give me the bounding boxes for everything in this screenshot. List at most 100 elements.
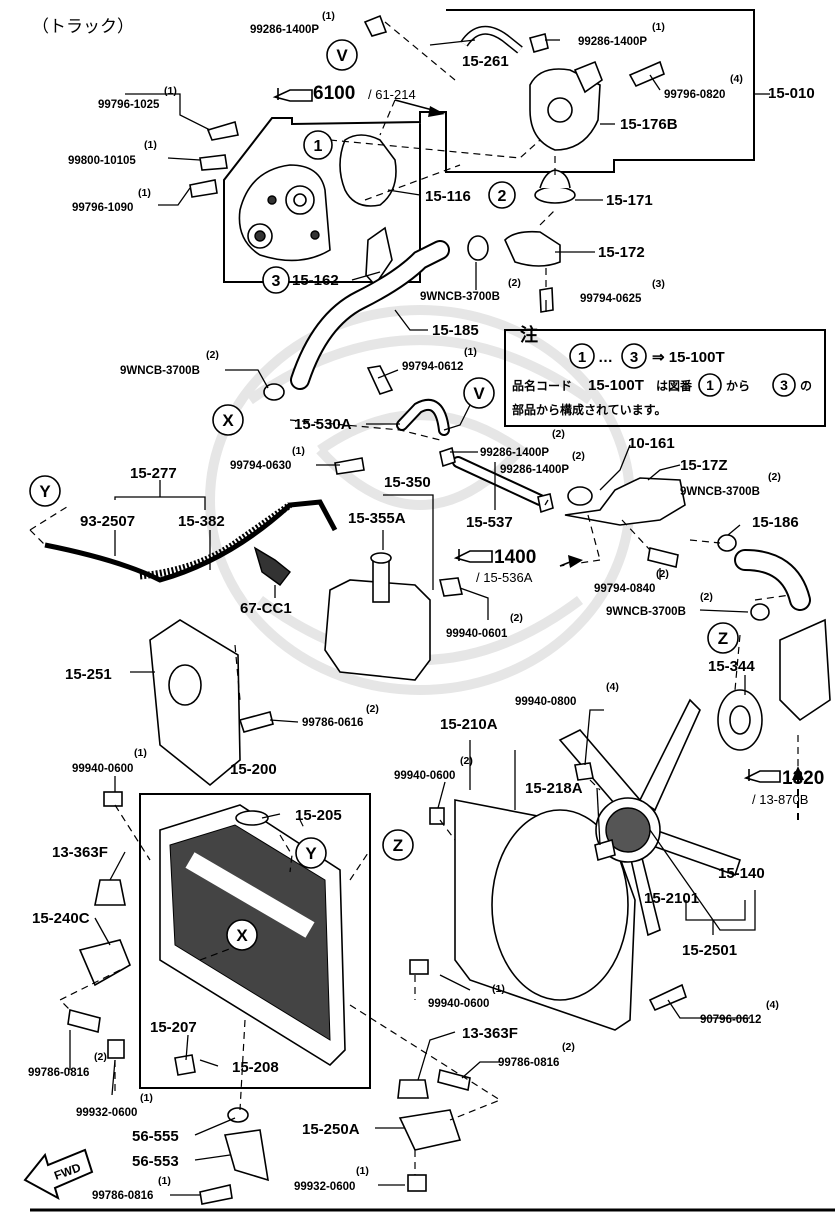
qty-label: (2)	[572, 450, 585, 462]
part-label: 9WNCB-3700B	[606, 606, 686, 618]
plate-15-162	[365, 226, 393, 287]
part-label: 99940-0600	[428, 998, 489, 1010]
part-label: 15-185	[432, 322, 479, 339]
part-label: 15-186	[752, 514, 799, 531]
note-arrow-target: ⇒ 15-100T	[652, 349, 725, 366]
clamp	[717, 534, 737, 552]
qty-label: (1)	[464, 346, 477, 358]
ref-6100: 6100	[313, 83, 355, 104]
marker-Y-radiator: Y	[295, 837, 327, 869]
part-label: 10-161	[628, 435, 675, 452]
part-label: 56-555	[132, 1128, 179, 1145]
note-marker-3b-label: 3	[780, 377, 788, 393]
part-label: 99932-0600	[294, 1181, 355, 1193]
note-line3: 部品から構成されています。	[512, 402, 666, 417]
marker-Z-label: Z	[718, 629, 728, 648]
part-label: 99794-0612	[402, 361, 463, 373]
note-line2-d: から	[726, 379, 750, 393]
qty-label: (1)	[138, 187, 151, 199]
part-label: 9WNCB-3700B	[120, 365, 200, 377]
qty-label: (4)	[606, 681, 619, 693]
qty-label: (1)	[356, 1165, 369, 1177]
part-label: 15-251	[65, 666, 112, 683]
marker-1: 1	[303, 130, 333, 160]
pulley-15-344	[717, 618, 831, 751]
part-label: 9WNCB-3700B	[680, 486, 760, 498]
qty-label: (2)	[94, 1051, 107, 1063]
qty-label: (1)	[292, 445, 305, 457]
reserve-tank	[324, 552, 431, 681]
part-label: 99786-0816	[92, 1190, 153, 1202]
part-label: 15-261	[462, 53, 509, 70]
qty-label: (1)	[322, 10, 335, 22]
hand-pointer-icon	[743, 769, 781, 783]
part-label: 15-116	[425, 188, 471, 205]
part-label: 15-344	[708, 658, 755, 675]
marker-Z-label: Z	[393, 836, 403, 855]
part-label: 15-2501	[682, 942, 737, 959]
clamp	[750, 603, 770, 621]
qty-label: (2)	[552, 428, 565, 440]
note-marker-3b	[772, 373, 796, 397]
part-label: 99286-1400P	[480, 447, 549, 459]
part-label: 15-537	[466, 514, 513, 531]
gasket-15-116	[339, 134, 397, 207]
marker-X-radiator: X	[226, 919, 258, 951]
water-pump-group-box	[223, 9, 755, 283]
part-label: 15-210A	[440, 716, 498, 733]
marker-Y-label: Y	[305, 844, 317, 863]
qty-label: (4)	[766, 999, 779, 1011]
marker-3-label: 3	[272, 273, 281, 290]
qty-label: (1)	[140, 1092, 153, 1104]
qty-label: (1)	[492, 983, 505, 995]
part-label: 99286-1400P	[500, 464, 569, 476]
part-label: 15-355A	[348, 510, 406, 527]
part-label: 99796-1025	[98, 99, 160, 111]
part-label: 99796-1090	[72, 202, 133, 214]
part-label: 15-240C	[32, 910, 90, 927]
part-label: 99786-0816	[498, 1057, 559, 1069]
part-label: 15-171	[606, 192, 653, 209]
ref-1320: 1320	[782, 768, 824, 789]
part-label: 90796-0612	[700, 1014, 761, 1026]
part-label: 99286-1400P	[250, 24, 319, 36]
part-label: 99940-0601	[446, 628, 508, 640]
part-label: 15-200	[230, 761, 277, 778]
bracket-15-251	[149, 619, 241, 787]
leader-lines	[69, 39, 770, 1196]
part-label: 15-382	[178, 513, 225, 530]
marker-X-label: X	[236, 926, 248, 945]
part-label: 15-17Z	[680, 457, 728, 474]
part-label: 15-010	[768, 85, 815, 102]
part-label: 13-363F	[462, 1025, 518, 1042]
qty-label: (2)	[460, 755, 473, 767]
qty-label: (2)	[508, 277, 521, 289]
part-label: 99796-0820	[664, 89, 725, 101]
thermostat-housing	[529, 60, 603, 151]
note-marker-1	[569, 343, 595, 369]
part-label: 15-218A	[525, 780, 583, 797]
clip-67-CC1	[253, 546, 291, 586]
qty-label: (2)	[656, 568, 669, 580]
part-label: 99786-0816	[28, 1067, 89, 1079]
part-label: 13-363F	[52, 844, 108, 861]
qty-label: (1)	[144, 139, 157, 151]
note-marker-1-label: 1	[578, 349, 586, 366]
note-line2-b: 15-100T	[588, 377, 644, 394]
part-label: 15-530A	[294, 416, 352, 433]
part-label: 15-176B	[620, 116, 678, 133]
qty-label: (1)	[652, 21, 665, 33]
part-label: 15-207	[150, 1019, 197, 1036]
qty-label: (2)	[366, 703, 379, 715]
qty-label: (1)	[134, 747, 147, 759]
marker-Z-radiator: Z	[382, 829, 414, 861]
clamp	[263, 383, 285, 401]
note-title: 注	[520, 324, 538, 346]
bolts-and-nuts	[67, 14, 687, 1205]
marker-X-label: X	[222, 411, 234, 430]
cooling-fan	[558, 698, 742, 937]
qty-label: (1)	[158, 1175, 171, 1187]
ref-1400-sub: / 15-536A	[476, 570, 533, 585]
ref-1320-sub: / 13-870B	[752, 792, 808, 807]
